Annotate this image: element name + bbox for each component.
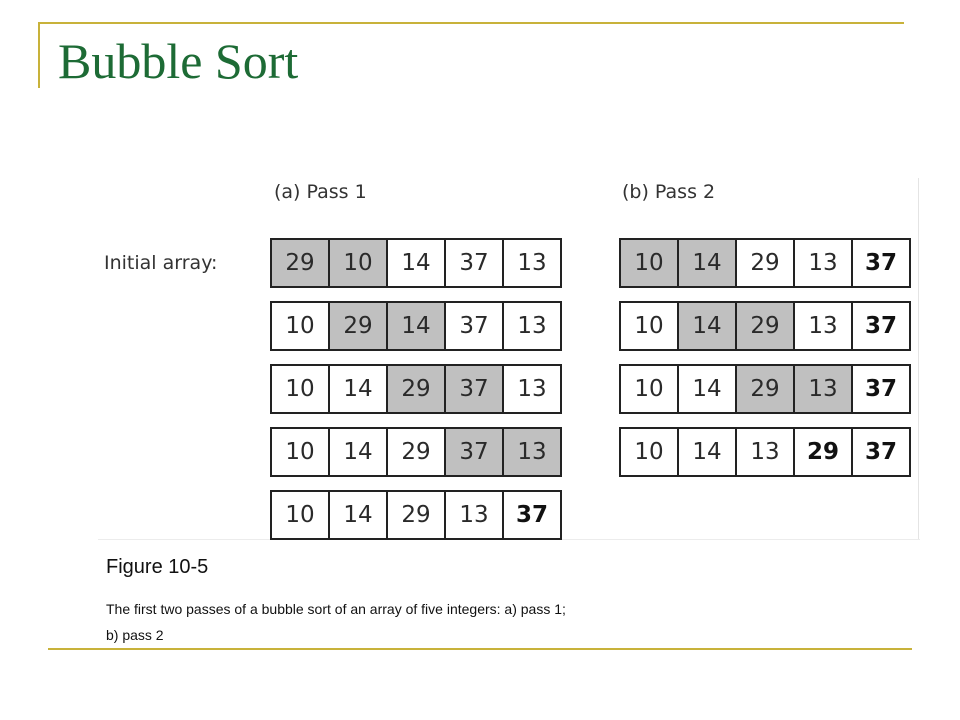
array-cell: 37 (853, 303, 909, 349)
array-cell: 14 (679, 429, 735, 475)
array-cell: 14 (388, 303, 444, 349)
array-cell: 10 (272, 429, 328, 475)
array-cell: 10 (621, 240, 677, 286)
array-cell: 13 (504, 303, 560, 349)
pass-1-heading: (a) Pass 1 (274, 181, 367, 203)
array-cell: 29 (388, 429, 444, 475)
array-cell: 29 (737, 366, 793, 412)
figure-caption: The first two passes of a bubble sort of… (106, 596, 826, 648)
array-cell: 37 (446, 240, 502, 286)
initial-array-label: Initial array: (104, 252, 218, 274)
slide-frame-bottom-rule (48, 648, 912, 650)
array-cell: 14 (388, 240, 444, 286)
array-cell: 29 (330, 303, 386, 349)
array-cell: 29 (737, 303, 793, 349)
array-cell: 14 (679, 366, 735, 412)
array-cell: 29 (272, 240, 328, 286)
figure-label: Figure 10-5 (106, 556, 209, 578)
slide-title: Bubble Sort (58, 33, 299, 89)
array-cell: 29 (388, 366, 444, 412)
array-cell: 13 (504, 429, 560, 475)
slide-frame-top-rule (38, 22, 904, 24)
array-cell: 10 (621, 429, 677, 475)
array-cell: 14 (679, 303, 735, 349)
slide-frame-left-rule (38, 22, 40, 88)
array-cell: 37 (853, 366, 909, 412)
figure-panel (98, 178, 920, 540)
array-cell: 37 (504, 492, 560, 538)
array-cell: 14 (330, 366, 386, 412)
array-cell: 13 (504, 240, 560, 286)
array-cell: 13 (446, 492, 502, 538)
array-cell: 29 (795, 429, 851, 475)
array-cell: 10 (272, 366, 328, 412)
figure-caption-line-1: The first two passes of a bubble sort of… (106, 601, 566, 617)
array-cell: 37 (853, 429, 909, 475)
array-cell: 10 (272, 492, 328, 538)
array-cell: 14 (330, 429, 386, 475)
array-cell: 13 (504, 366, 560, 412)
array-cell: 13 (795, 366, 851, 412)
array-cell: 13 (795, 240, 851, 286)
pass-2-heading: (b) Pass 2 (622, 181, 716, 203)
array-cell: 29 (737, 240, 793, 286)
array-cell: 10 (621, 366, 677, 412)
figure-right-edge (918, 178, 919, 540)
array-cell: 14 (330, 492, 386, 538)
array-cell: 37 (446, 429, 502, 475)
array-cell: 13 (737, 429, 793, 475)
array-cell: 29 (388, 492, 444, 538)
figure-caption-line-2: b) pass 2 (106, 627, 164, 643)
array-cell: 37 (446, 366, 502, 412)
array-cell: 37 (853, 240, 909, 286)
array-cell: 37 (446, 303, 502, 349)
array-cell: 10 (330, 240, 386, 286)
array-cell: 10 (272, 303, 328, 349)
array-cell: 13 (795, 303, 851, 349)
array-cell: 14 (679, 240, 735, 286)
array-cell: 10 (621, 303, 677, 349)
